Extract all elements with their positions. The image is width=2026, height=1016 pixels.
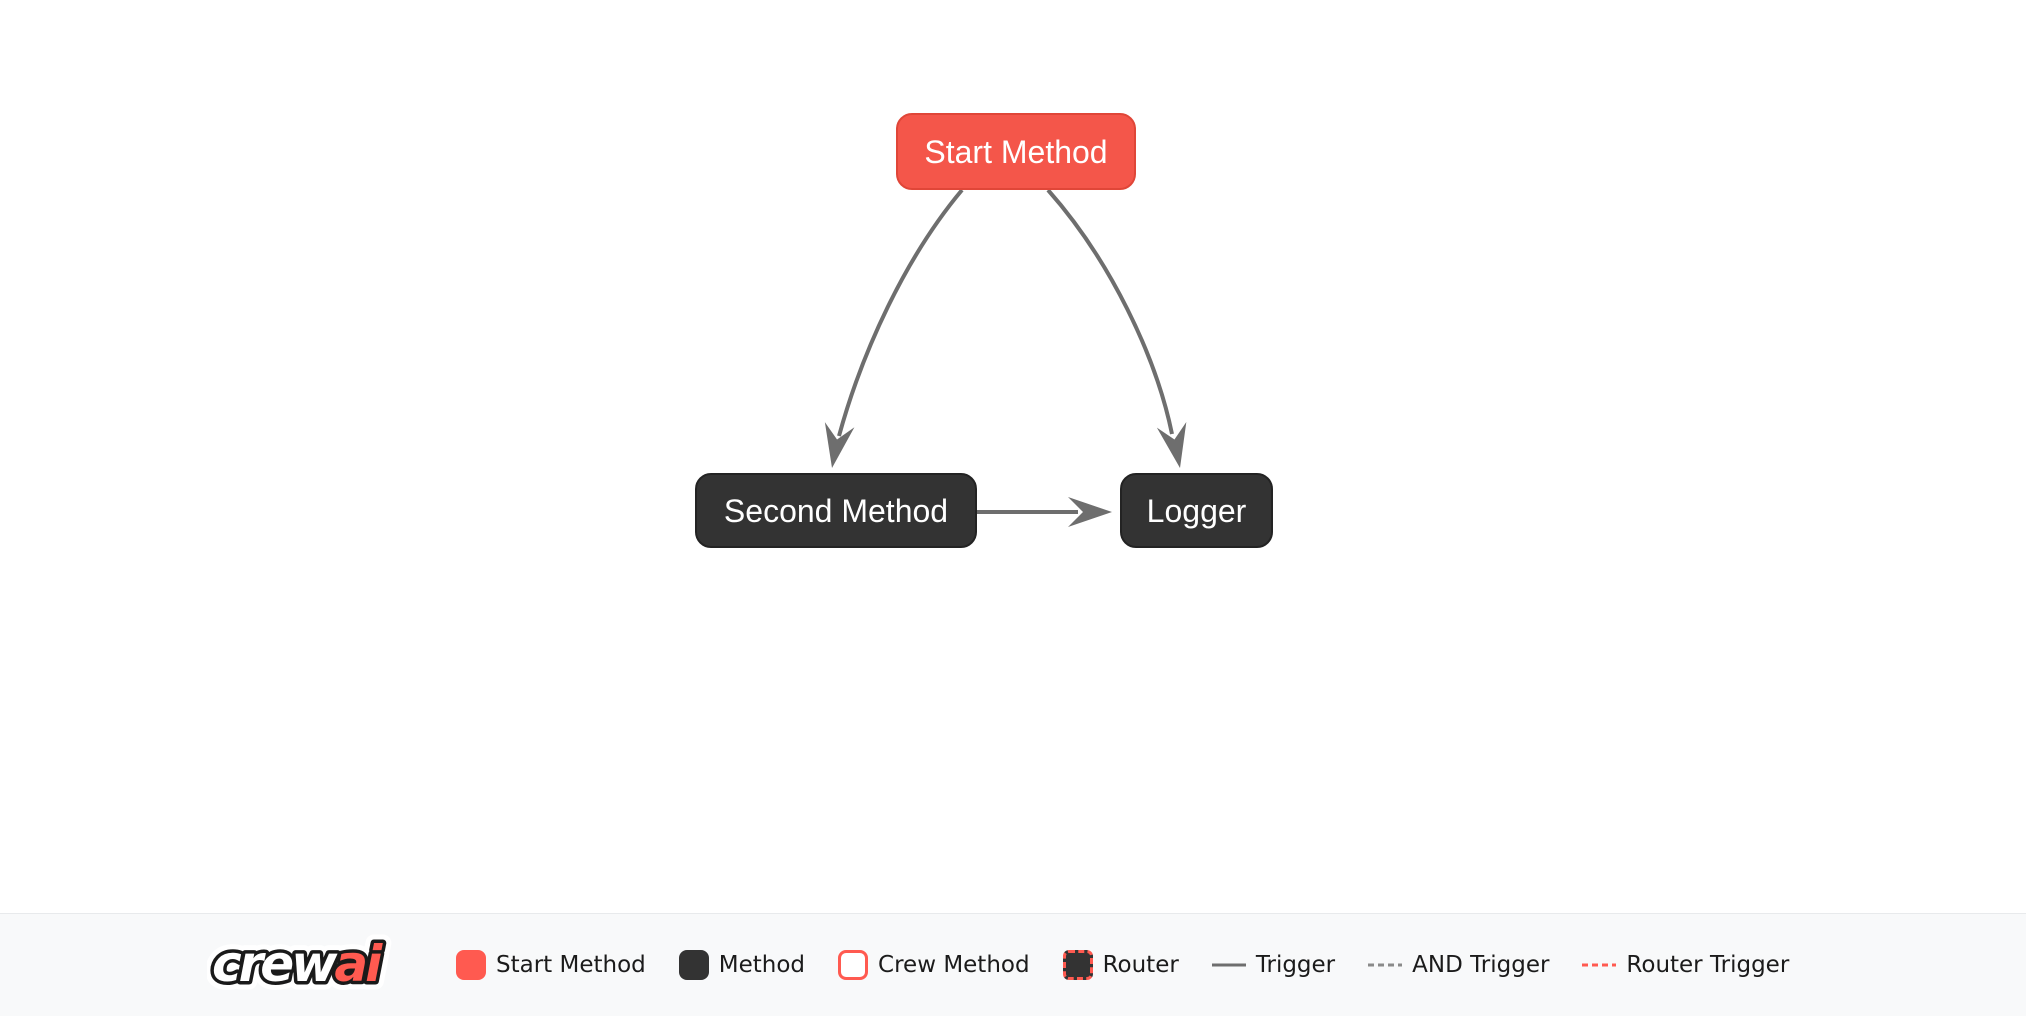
legend-item-router: Router xyxy=(1062,950,1179,980)
legend-label: Start Method xyxy=(496,952,646,978)
flow-edges-layer xyxy=(817,188,1195,527)
legend-item-method: Method xyxy=(678,950,806,980)
crewai-logo: crewai crewai xyxy=(207,931,395,999)
legend-label: Method xyxy=(718,952,806,978)
method-swatch-icon xyxy=(678,950,709,980)
legend-item-start-method: Start Method xyxy=(456,950,646,980)
arrowhead-icon xyxy=(824,422,855,468)
arrowhead-icon xyxy=(1156,421,1187,468)
and-trigger-line-icon xyxy=(1368,963,1403,967)
arrowhead-icon xyxy=(1068,497,1112,527)
legend-item-and-trigger: AND Trigger xyxy=(1368,952,1549,978)
legend-bar: crewai crewai Start Method Method Crew M… xyxy=(0,913,2026,1016)
edge-start-to-logger[interactable] xyxy=(1046,188,1195,471)
start-method-swatch-icon xyxy=(456,950,486,980)
legend-label: Trigger xyxy=(1255,952,1336,978)
node-start-method[interactable]: Start Method xyxy=(896,113,1136,190)
edge-curve[interactable] xyxy=(1046,188,1174,435)
svg-text:crewai: crewai xyxy=(212,935,383,993)
router-swatch-icon xyxy=(1062,950,1093,980)
legend-label: Router Trigger xyxy=(1626,952,1790,978)
edge-curve[interactable] xyxy=(837,188,964,437)
legend-item-trigger: Trigger xyxy=(1211,952,1336,978)
legend-item-crew-method: Crew Method xyxy=(838,950,1030,980)
legend-label: AND Trigger xyxy=(1412,952,1550,978)
node-logger[interactable]: Logger xyxy=(1120,473,1273,548)
node-second-method[interactable]: Second Method xyxy=(695,473,977,548)
legend-label: Router xyxy=(1102,952,1179,978)
flow-canvas[interactable]: Start Method Second Method Logger xyxy=(0,0,2026,913)
legend-item-router-trigger: Router Trigger xyxy=(1582,952,1789,978)
edge-second-method-to-logger[interactable] xyxy=(977,497,1112,527)
router-trigger-line-icon xyxy=(1582,963,1617,967)
crew-method-swatch-icon xyxy=(838,950,869,980)
legend-label: Crew Method xyxy=(878,952,1030,978)
edge-start-to-second-method[interactable] xyxy=(817,188,964,471)
trigger-line-icon xyxy=(1211,963,1246,967)
